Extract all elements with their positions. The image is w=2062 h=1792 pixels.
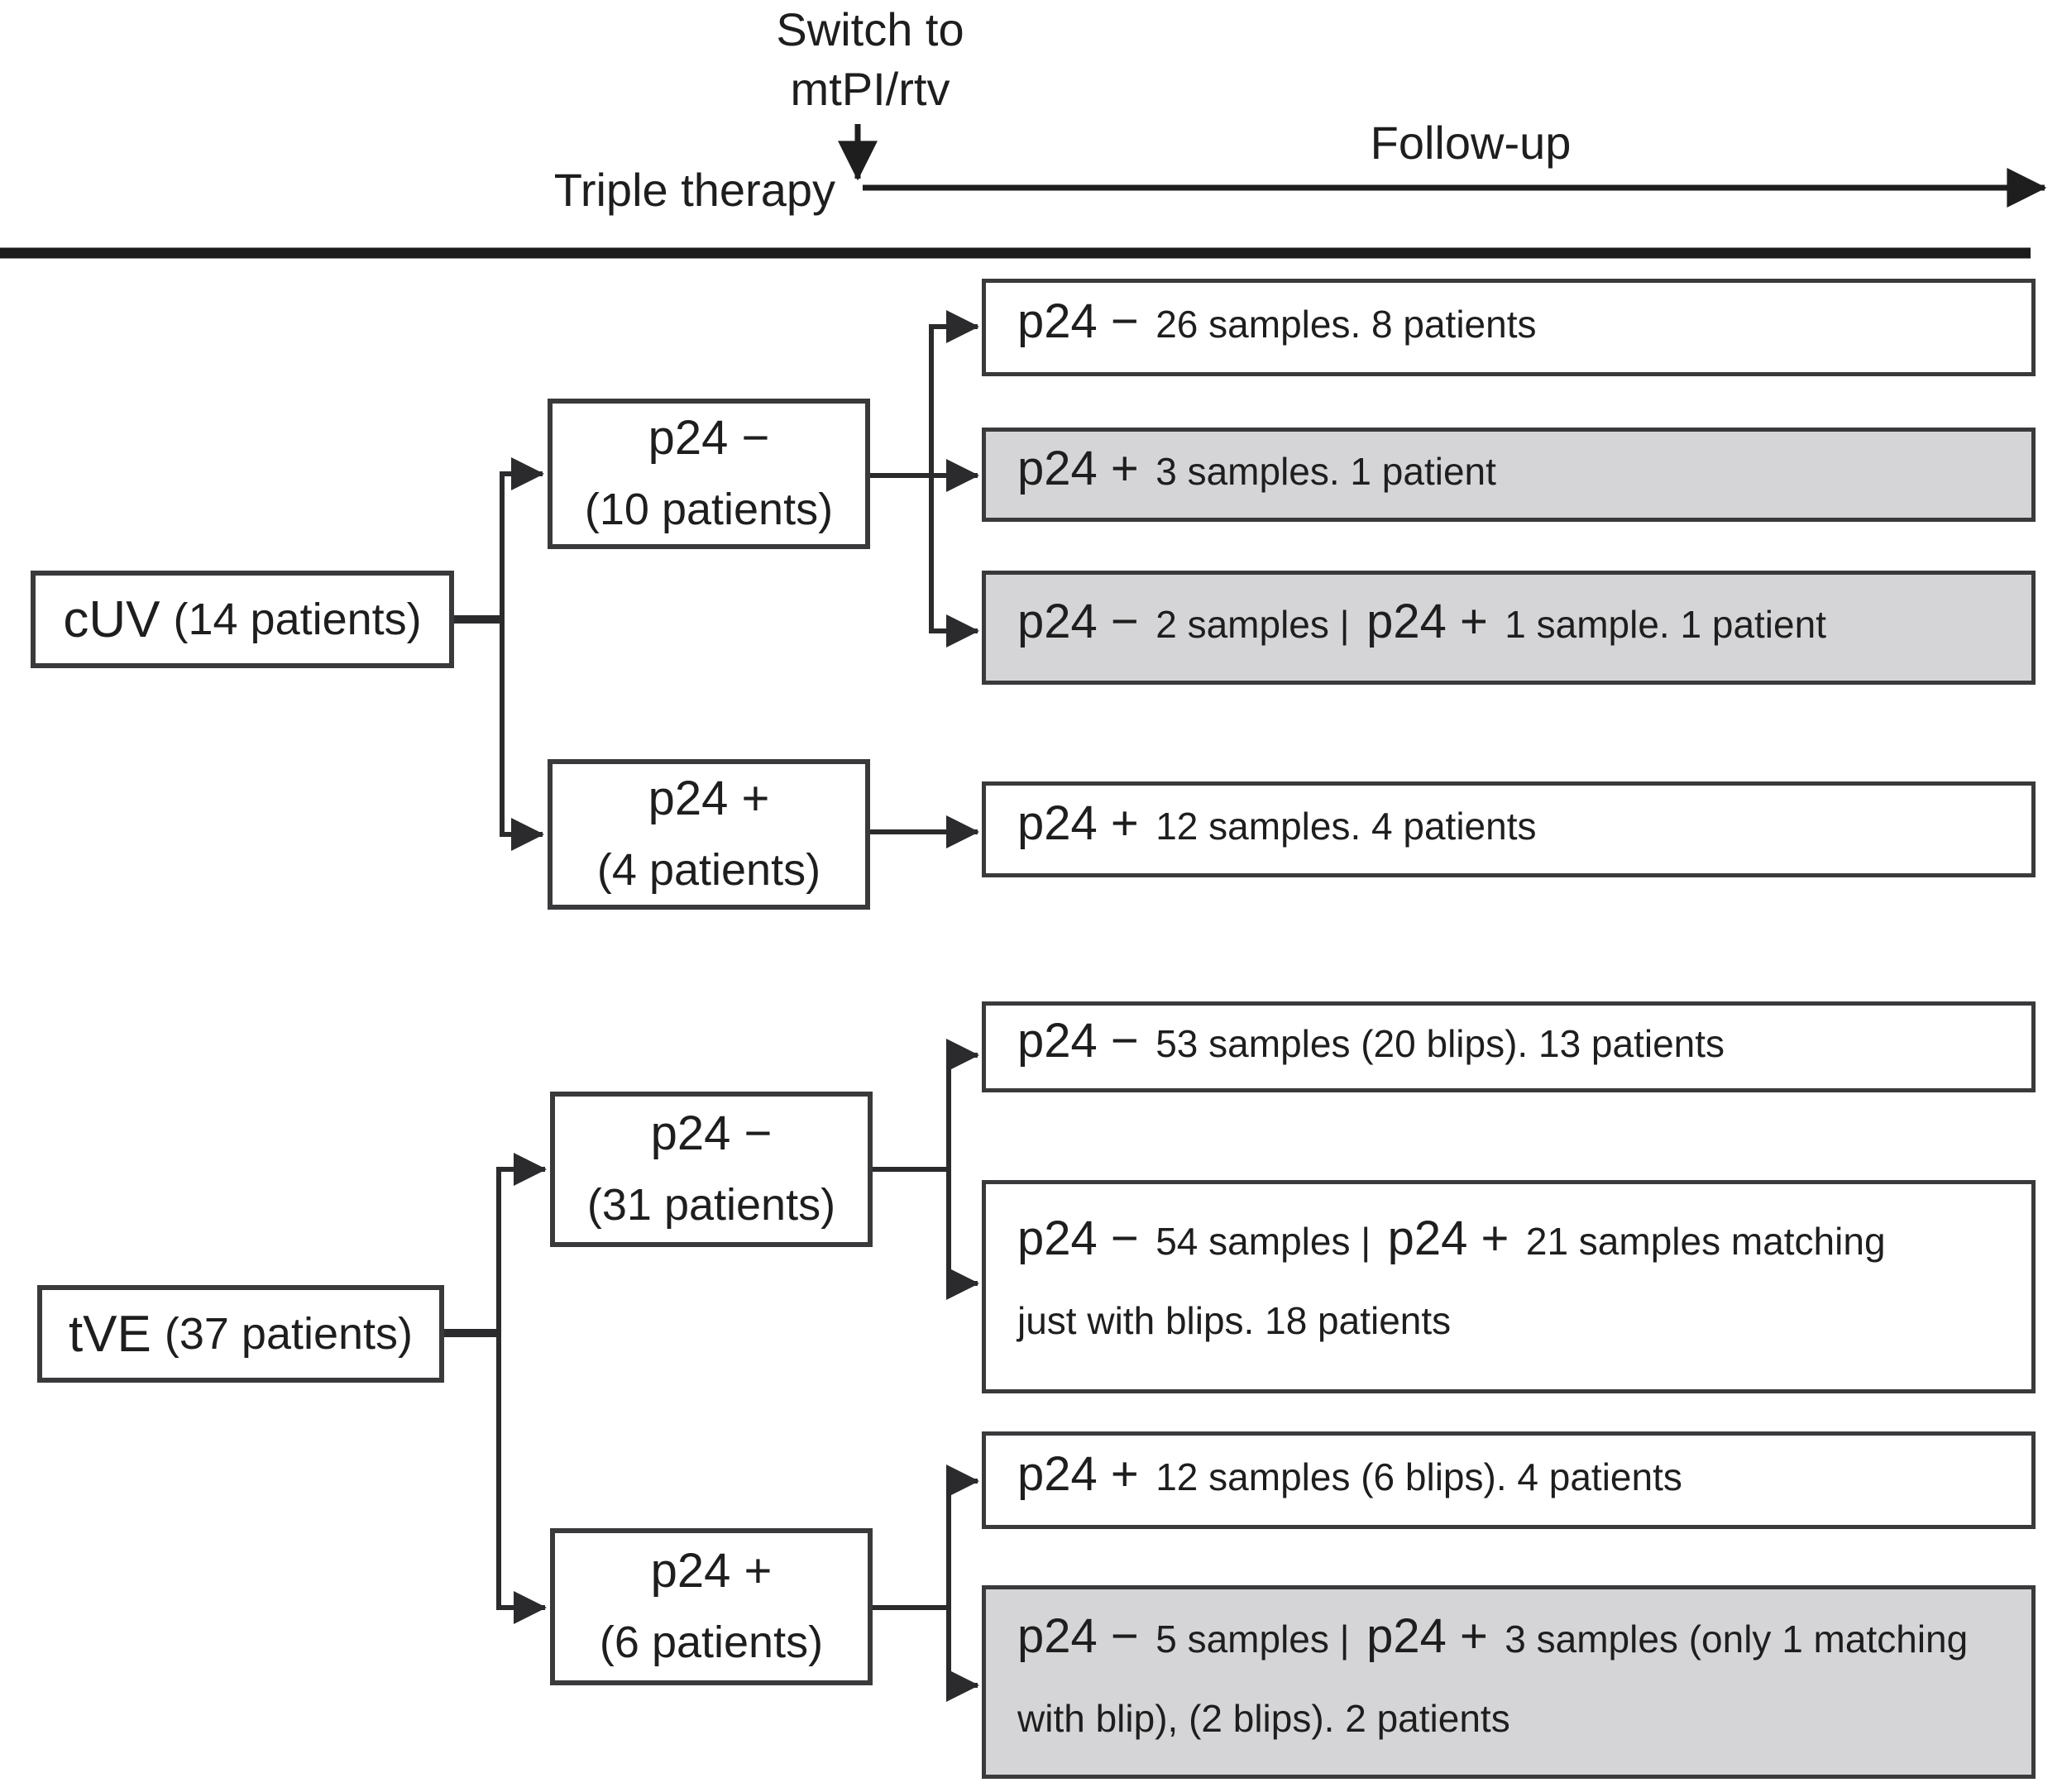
cohort-name: cUV — [63, 590, 160, 648]
outcome-detail: 2 samples | — [1155, 602, 1350, 646]
cuv-branch-connectors — [452, 310, 979, 851]
cohort-name: tVE — [68, 1305, 151, 1363]
branch-label: p24 + — [650, 1544, 773, 1598]
outcome-marker: p24 + — [1017, 796, 1139, 850]
branch-count: (6 patients) — [599, 1618, 824, 1667]
outcome-marker: p24 − — [1017, 594, 1139, 648]
branch-count: (10 patients) — [584, 485, 834, 534]
outcome-box-cuv-neg-pos: p24 + 3 samples. 1 patient — [982, 428, 2036, 522]
outcome-marker: p24 + — [1017, 1446, 1139, 1501]
branch-count: (31 patients) — [586, 1180, 836, 1230]
cohort-count: (37 patients) — [164, 1309, 414, 1359]
outcome-box-tve-pos-pos: p24 + 12 samples (6 blips). 4 patients — [982, 1431, 2036, 1529]
outcome-box-cuv-neg-mixed: p24 − 2 samples | p24 + 1 sample. 1 pati… — [982, 571, 2036, 685]
branch-label: p24 − — [648, 411, 770, 465]
outcome-detail: 26 samples. 8 patients — [1155, 302, 1537, 346]
outcome-detail-line2: just with blips. 18 patients — [1017, 1299, 1452, 1342]
outcome-detail: 54 samples | — [1155, 1220, 1371, 1263]
outcome-box-tve-pos-mixed: p24 − 5 samples | p24 + 3 samples (only … — [982, 1585, 2036, 1779]
branch-box-tve-p24pos: p24 + (6 patients) — [550, 1528, 873, 1685]
outcome-detail: 1 sample. 1 patient — [1505, 602, 1826, 646]
switch-label-line2: mtPI/rtv — [790, 63, 950, 115]
cohort-box-tve: tVE (37 patients) — [37, 1285, 444, 1383]
outcome-marker: p24 − — [1017, 294, 1139, 348]
outcome-detail: 12 samples (6 blips). 4 patients — [1155, 1455, 1682, 1498]
branch-box-cuv-p24neg: p24 − (10 patients) — [548, 399, 870, 549]
outcome-detail: 21 samples matching — [1525, 1220, 1886, 1263]
branch-label: p24 − — [650, 1106, 773, 1160]
outcome-marker: p24 − — [1017, 1013, 1139, 1068]
outcome-marker: p24 + — [1366, 1608, 1488, 1663]
outcome-box-cuv-neg-neg: p24 − 26 samples. 8 patients — [982, 279, 2036, 376]
branch-label: p24 + — [648, 772, 770, 825]
branch-box-cuv-p24pos: p24 + (4 patients) — [548, 759, 870, 910]
outcome-marker: p24 + — [1387, 1211, 1509, 1265]
outcome-marker: p24 − — [1017, 1211, 1139, 1265]
outcome-detail: 3 samples. 1 patient — [1155, 449, 1496, 493]
outcome-box-tve-neg-mixed: p24 − 54 samples | p24 + 21 samples matc… — [982, 1180, 2036, 1393]
outcome-detail: 53 samples (20 blips). 13 patients — [1155, 1021, 1725, 1065]
outcome-marker: p24 − — [1017, 1608, 1139, 1663]
triple-therapy-label: Triple therapy — [553, 164, 835, 216]
outcome-detail-line2: with blip), (2 blips). 2 patients — [1017, 1696, 1510, 1740]
cohort-box-cuv: cUV (14 patients) — [31, 571, 454, 668]
follow-up-label: Follow-up — [1370, 117, 1572, 169]
outcome-box-cuv-pos-pos: p24 + 12 samples. 4 patients — [982, 781, 2036, 877]
outcome-detail: 12 samples. 4 patients — [1155, 804, 1537, 848]
outcome-box-tve-neg-neg: p24 − 53 samples (20 blips). 13 patients — [982, 1001, 2036, 1092]
cohort-count: (14 patients) — [173, 595, 422, 644]
branch-box-tve-p24neg: p24 − (31 patients) — [550, 1092, 873, 1247]
switch-label-line1: Switch to — [776, 3, 964, 55]
switch-to-mtpi-label: Switch to mtPI/rtv — [776, 0, 964, 119]
tve-branch-connectors — [442, 1039, 979, 1702]
outcome-marker: p24 + — [1366, 594, 1488, 648]
outcome-marker: p24 + — [1017, 441, 1139, 495]
branch-count: (4 patients) — [596, 845, 821, 895]
outcome-detail: 3 samples (only 1 matching — [1505, 1617, 1969, 1661]
outcome-detail: 5 samples | — [1155, 1617, 1350, 1661]
